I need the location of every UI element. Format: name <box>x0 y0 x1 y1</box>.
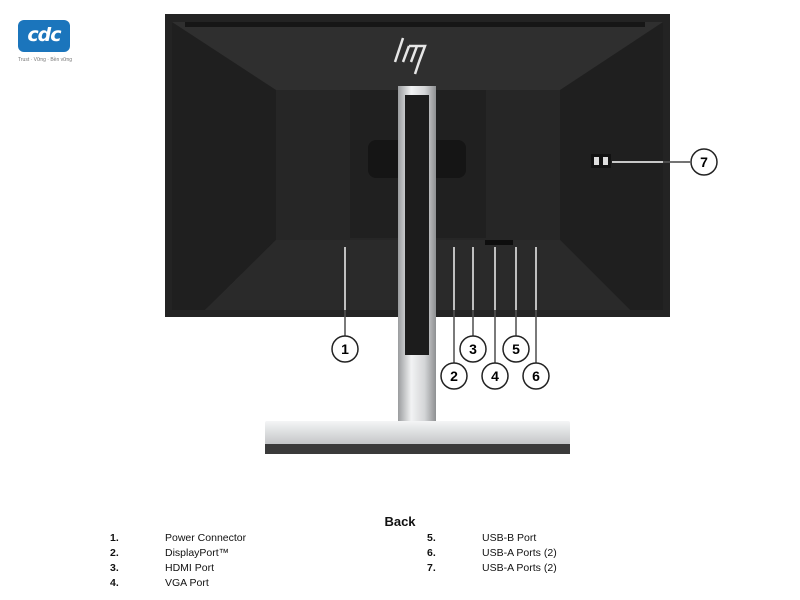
callout-1: 1 <box>331 335 359 363</box>
svg-text:1: 1 <box>341 341 349 357</box>
svg-text:7: 7 <box>700 154 708 170</box>
logo-text: cdc <box>27 24 61 46</box>
monitor-back-diagram: 1 2 3 4 5 6 7 <box>165 14 718 454</box>
callout-2: 2 <box>440 362 468 390</box>
callout-5: 5 <box>502 335 530 363</box>
legend-number: 2. <box>110 547 119 559</box>
svg-text:4: 4 <box>491 368 499 384</box>
legend-number: 4. <box>110 577 119 589</box>
legend-label: VGA Port <box>165 577 209 589</box>
legend-label: Power Connector <box>165 532 247 544</box>
legend-label: HDMI Port <box>165 562 215 574</box>
legend-number: 6. <box>427 547 436 559</box>
legend-label: USB-A Ports (2) <box>482 562 557 574</box>
callout-3: 3 <box>459 335 487 363</box>
legend-number: 3. <box>110 562 119 574</box>
svg-text:2: 2 <box>450 368 458 384</box>
svg-text:6: 6 <box>532 368 540 384</box>
hp-logo-icon <box>393 37 427 75</box>
logo-badge: cdc <box>18 20 70 52</box>
diagram-title: Back <box>384 514 416 529</box>
callout-4: 4 <box>481 362 509 390</box>
callout-6: 6 <box>522 362 550 390</box>
callout-7: 7 <box>690 148 718 176</box>
legend-number: 1. <box>110 532 119 544</box>
legend-number: 5. <box>427 532 436 544</box>
cdc-logo: cdc Trust · Vững · Bền vững <box>18 20 80 63</box>
legend-number: 7. <box>427 562 436 574</box>
monitor-housing <box>165 14 670 317</box>
monitor-stand <box>265 86 570 454</box>
legend-label: USB-A Ports (2) <box>482 547 557 559</box>
svg-text:5: 5 <box>512 341 520 357</box>
port-area <box>485 154 611 245</box>
svg-text:3: 3 <box>469 341 477 357</box>
legend-label: DisplayPort™ <box>165 547 230 559</box>
logo-tagline: Trust · Vững · Bền vững <box>18 57 73 63</box>
legend-label: USB-B Port <box>482 532 537 544</box>
